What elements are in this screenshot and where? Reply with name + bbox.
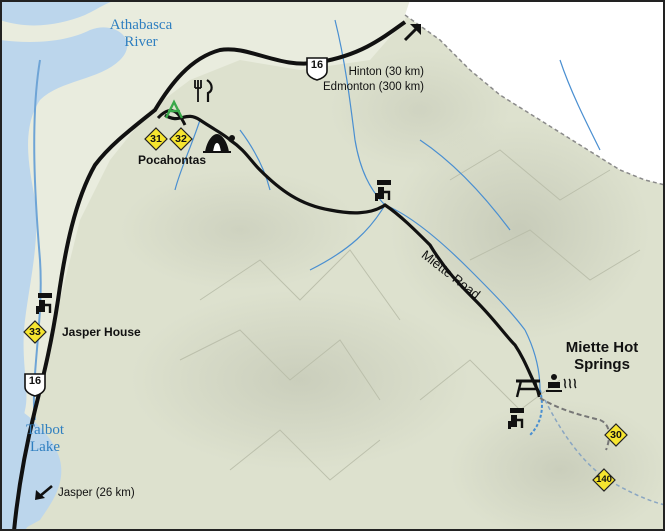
diamond-icon (144, 127, 168, 151)
campground-icon (203, 134, 231, 153)
highway-shield: 16 (24, 373, 46, 397)
miette-road[interactable] (164, 113, 542, 396)
hinton-label: Hinton (30 km) (348, 66, 424, 78)
site-number: 32 (175, 133, 187, 145)
arrow-icon (35, 485, 53, 500)
talbot-lake-shape (0, 410, 62, 531)
shield-icon (24, 373, 46, 397)
pocahontas-label: Pocahontas (138, 153, 207, 167)
ridge-shading (330, 50, 510, 170)
park-boundary (404, 14, 665, 186)
site-number: 31 (150, 133, 162, 145)
site-marker[interactable]: 32 (169, 127, 193, 151)
site-marker[interactable]: 30 (604, 423, 628, 447)
jasper-label: Jasper (26 km) (58, 487, 135, 499)
diamond-icon (592, 468, 616, 492)
jasper-house-label: Jasper House (62, 325, 141, 339)
shelter-icon (515, 379, 541, 398)
ridge-shading (390, 120, 650, 340)
trail-sulphur-skyline (539, 397, 611, 451)
edmonton-label: Edmonton (300 km) (323, 81, 424, 93)
site-marker[interactable]: 140 (592, 468, 616, 492)
site-number: 33 (29, 326, 41, 338)
river-upper (0, 0, 120, 26)
road-junction (229, 135, 235, 141)
highway-shield: 16 (306, 57, 328, 81)
highway-number: 16 (28, 375, 42, 387)
picnic-icon (164, 99, 184, 119)
hot-springs-label: Miette Hot Springs (565, 339, 639, 373)
dining-icon (194, 79, 213, 102)
highway-16[interactable] (12, 20, 407, 531)
ridge-shading (130, 290, 470, 470)
streams (174, 19, 601, 391)
river-label: Athabasca River (109, 17, 173, 50)
diamond-icon (604, 423, 628, 447)
valley-floor (0, 0, 410, 531)
lake-label: Talbot Lake (25, 422, 65, 455)
viewpoint-icon (36, 293, 52, 314)
outside-park (405, 0, 665, 185)
arrow-icon (403, 24, 421, 42)
site-marker[interactable]: 33 (23, 320, 47, 344)
ridge-shading (120, 170, 360, 290)
viewpoint-icon (375, 180, 391, 201)
diamond-icon (169, 127, 193, 151)
highway-number: 16 (310, 59, 324, 71)
site-number: 30 (610, 429, 622, 441)
hot-springs-icon (546, 374, 577, 392)
trailhead-icon (508, 408, 524, 429)
shield-icon (306, 57, 328, 81)
springs-creek (529, 389, 543, 436)
diamond-icon (23, 320, 47, 344)
site-number: 140 (596, 474, 612, 485)
site-marker[interactable]: 31 (144, 127, 168, 151)
